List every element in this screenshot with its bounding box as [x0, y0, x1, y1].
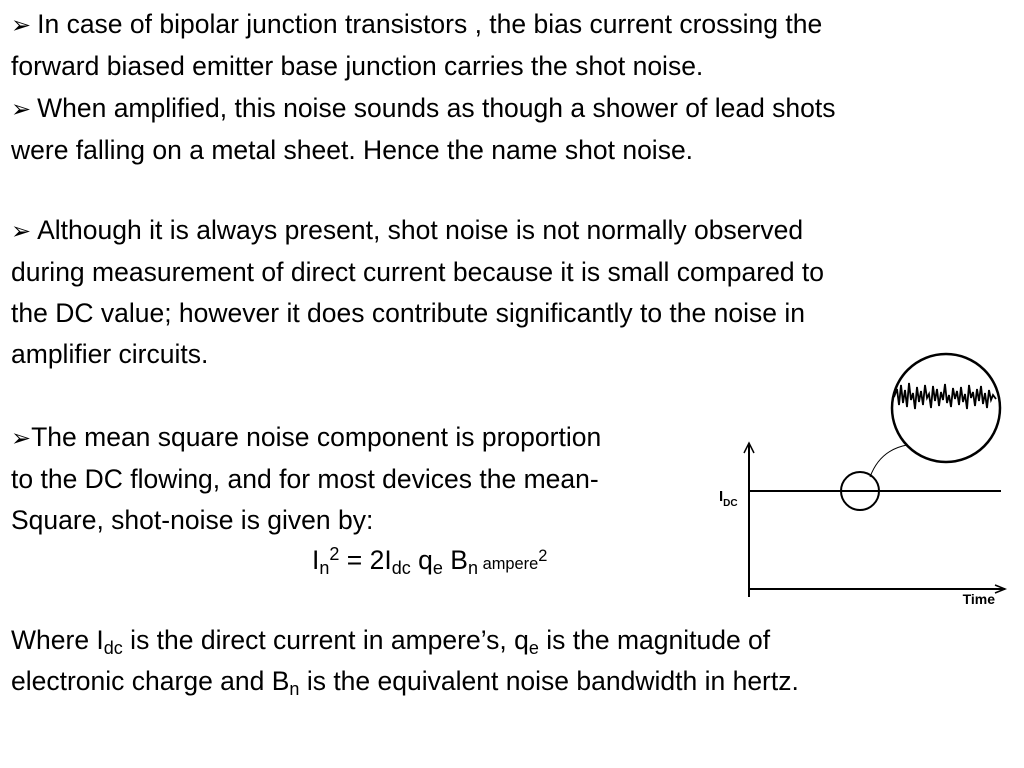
paragraph-amplified-noise: ➢When amplified, this noise sounds as th…	[11, 88, 836, 171]
x-axis-label: Time	[963, 591, 996, 607]
noise-waveform	[893, 382, 997, 410]
paragraph-line: to the DC flowing, and for most devices …	[11, 464, 599, 494]
arrow-bullet-icon: ➢	[11, 12, 32, 39]
shot-noise-diagram: IDC Time	[719, 352, 1008, 607]
arrow-bullet-icon: ➢	[11, 218, 32, 245]
sample-region-circle	[840, 471, 880, 511]
paragraph-line: amplifier circuits.	[11, 339, 209, 369]
paragraph-line: electronic charge and Bn is the equivale…	[11, 666, 799, 700]
paragraph-line: ➢When amplified, this noise sounds as th…	[11, 93, 836, 123]
x-axis-arrow-icon	[994, 584, 1008, 594]
paragraph-line: ➢The mean square noise component is prop…	[11, 422, 602, 452]
paragraph-dc-measurement: ➢Although it is always present, shot noi…	[11, 210, 824, 375]
paragraph-bjt-shot-noise: ➢In case of bipolar junction transistors…	[11, 4, 822, 87]
paragraph-line: the DC value; however it does contribute…	[11, 298, 805, 328]
paragraph-line: Where Idc is the direct current in amper…	[11, 625, 771, 659]
paragraph-line: were falling on a metal sheet. Hence the…	[11, 135, 694, 165]
y-axis-arrow-icon	[743, 441, 755, 454]
connector-line	[869, 444, 908, 478]
paragraph-line: Square, shot-noise is given by:	[11, 505, 374, 535]
shot-noise-formula: In2 = 2Idc qe Bn ampere2	[312, 544, 548, 579]
arrow-bullet-icon: ➢	[11, 96, 32, 123]
y-axis-label: IDC	[719, 488, 738, 509]
magnified-noise-circle	[890, 352, 1002, 464]
paragraph-line: during measurement of direct current bec…	[11, 257, 825, 287]
paragraph-line: forward biased emitter base junction car…	[11, 51, 704, 81]
paragraph-line: ➢In case of bipolar junction transistors…	[11, 9, 823, 39]
paragraph-line: ➢Although it is always present, shot noi…	[11, 215, 804, 245]
arrow-bullet-icon: ➢	[11, 425, 32, 452]
paragraph-definitions: Where Idc is the direct current in amper…	[11, 620, 799, 702]
paragraph-mean-square: ➢The mean square noise component is prop…	[11, 417, 601, 541]
